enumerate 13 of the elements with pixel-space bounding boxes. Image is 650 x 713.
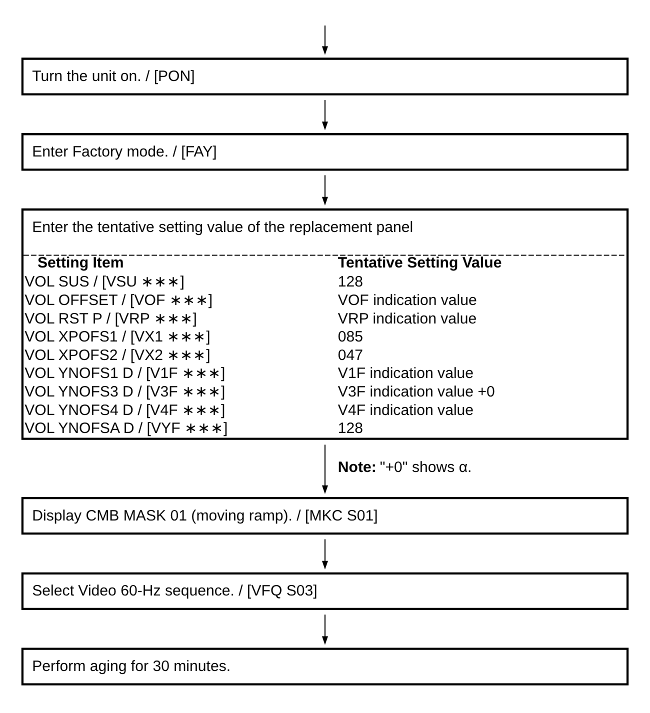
arrow (322, 25, 328, 54)
arrow (322, 614, 328, 644)
arrow (322, 99, 328, 130)
node-box: Select Video 60-Hz sequence. / [VFQ S03] (21, 572, 629, 610)
arrow (322, 538, 328, 569)
node-box: Perform aging for 30 minutes. (21, 647, 629, 685)
node-box: Enter the tentative setting value of the replacement panel Setting Item Tentative Setting Value VOL SUS / [VSU ∗∗∗] 128 VOL OFFSET / [VOF ∗∗∗] VOF indication value VOL RST P / [VRP ∗∗∗] VRP indication value VOL XPOFS1 / [VX1 ∗∗∗] 085 VOL XPOFS2 / [VX2 ∗∗∗] 047 VOL YNOFS1 D / [V1F ∗∗∗] V1F indication value VOL YNOFS3 D / [V3F ∗∗∗] V3F indication value +0 VOL YNOFS4 D / [V4F ∗∗∗] V4F indication value VOL YNOFSA D / [VYF ∗∗∗] 128 (21, 208, 629, 440)
arrow (322, 444, 328, 494)
node-box: Turn the unit on. / [PON] (21, 57, 629, 95)
node-box: Enter Factory mode. / [FAY] (21, 132, 629, 170)
edge-label: Note: "+0" shows α. (338, 458, 472, 476)
arrow (322, 174, 328, 205)
node-box: Display CMB MASK 01 (moving ramp). / [MKC S01] (21, 496, 629, 534)
